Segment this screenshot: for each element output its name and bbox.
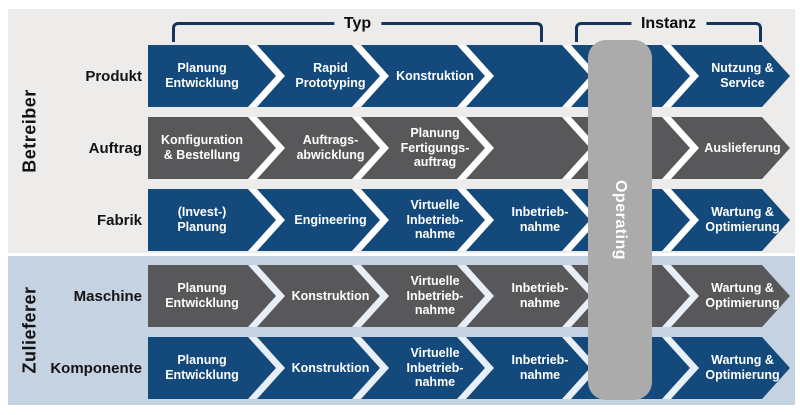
row-label-komponente: Komponente [50,359,142,377]
process-step: Wartung & Optimierung [671,189,790,251]
process-step: Virtuelle Inbetrieb- nahme [361,265,485,327]
bracket-typ: Typ [172,14,543,42]
process-step: Planung Entwicklung [148,337,276,399]
process-row-komponente: Planung Entwicklung Konstruktion Virtuel… [0,337,800,399]
row-label-fabrik: Fabrik [96,211,142,229]
process-step: (Invest-) Planung [148,189,276,251]
process-step: Rapid Prototyping [257,45,380,107]
bracket-instanz: Instanz [575,14,762,42]
process-step: Konstruktion [361,45,485,107]
row-label-maschine: Maschine [73,287,142,305]
bracket-instanz-label: Instanz [630,14,707,33]
operating-label: Operating [612,179,629,261]
row-label-produkt: Produkt [85,67,142,85]
process-step: Virtuelle Inbetrieb- nahme [361,337,485,399]
bracket-typ-label: Typ [333,14,382,33]
row-label-auftrag: Auftrag [88,139,142,157]
process-step: Planung Entwicklung [148,45,276,107]
process-row-auftrag: Konfiguration & Bestellung Auftrags- abw… [0,117,800,179]
process-step: Wartung & Optimierung [671,337,790,399]
process-step: Planung Entwicklung [148,265,276,327]
process-step: Konfiguration & Bestellung [148,117,276,179]
operating-phase-bar: Operating [588,40,652,400]
